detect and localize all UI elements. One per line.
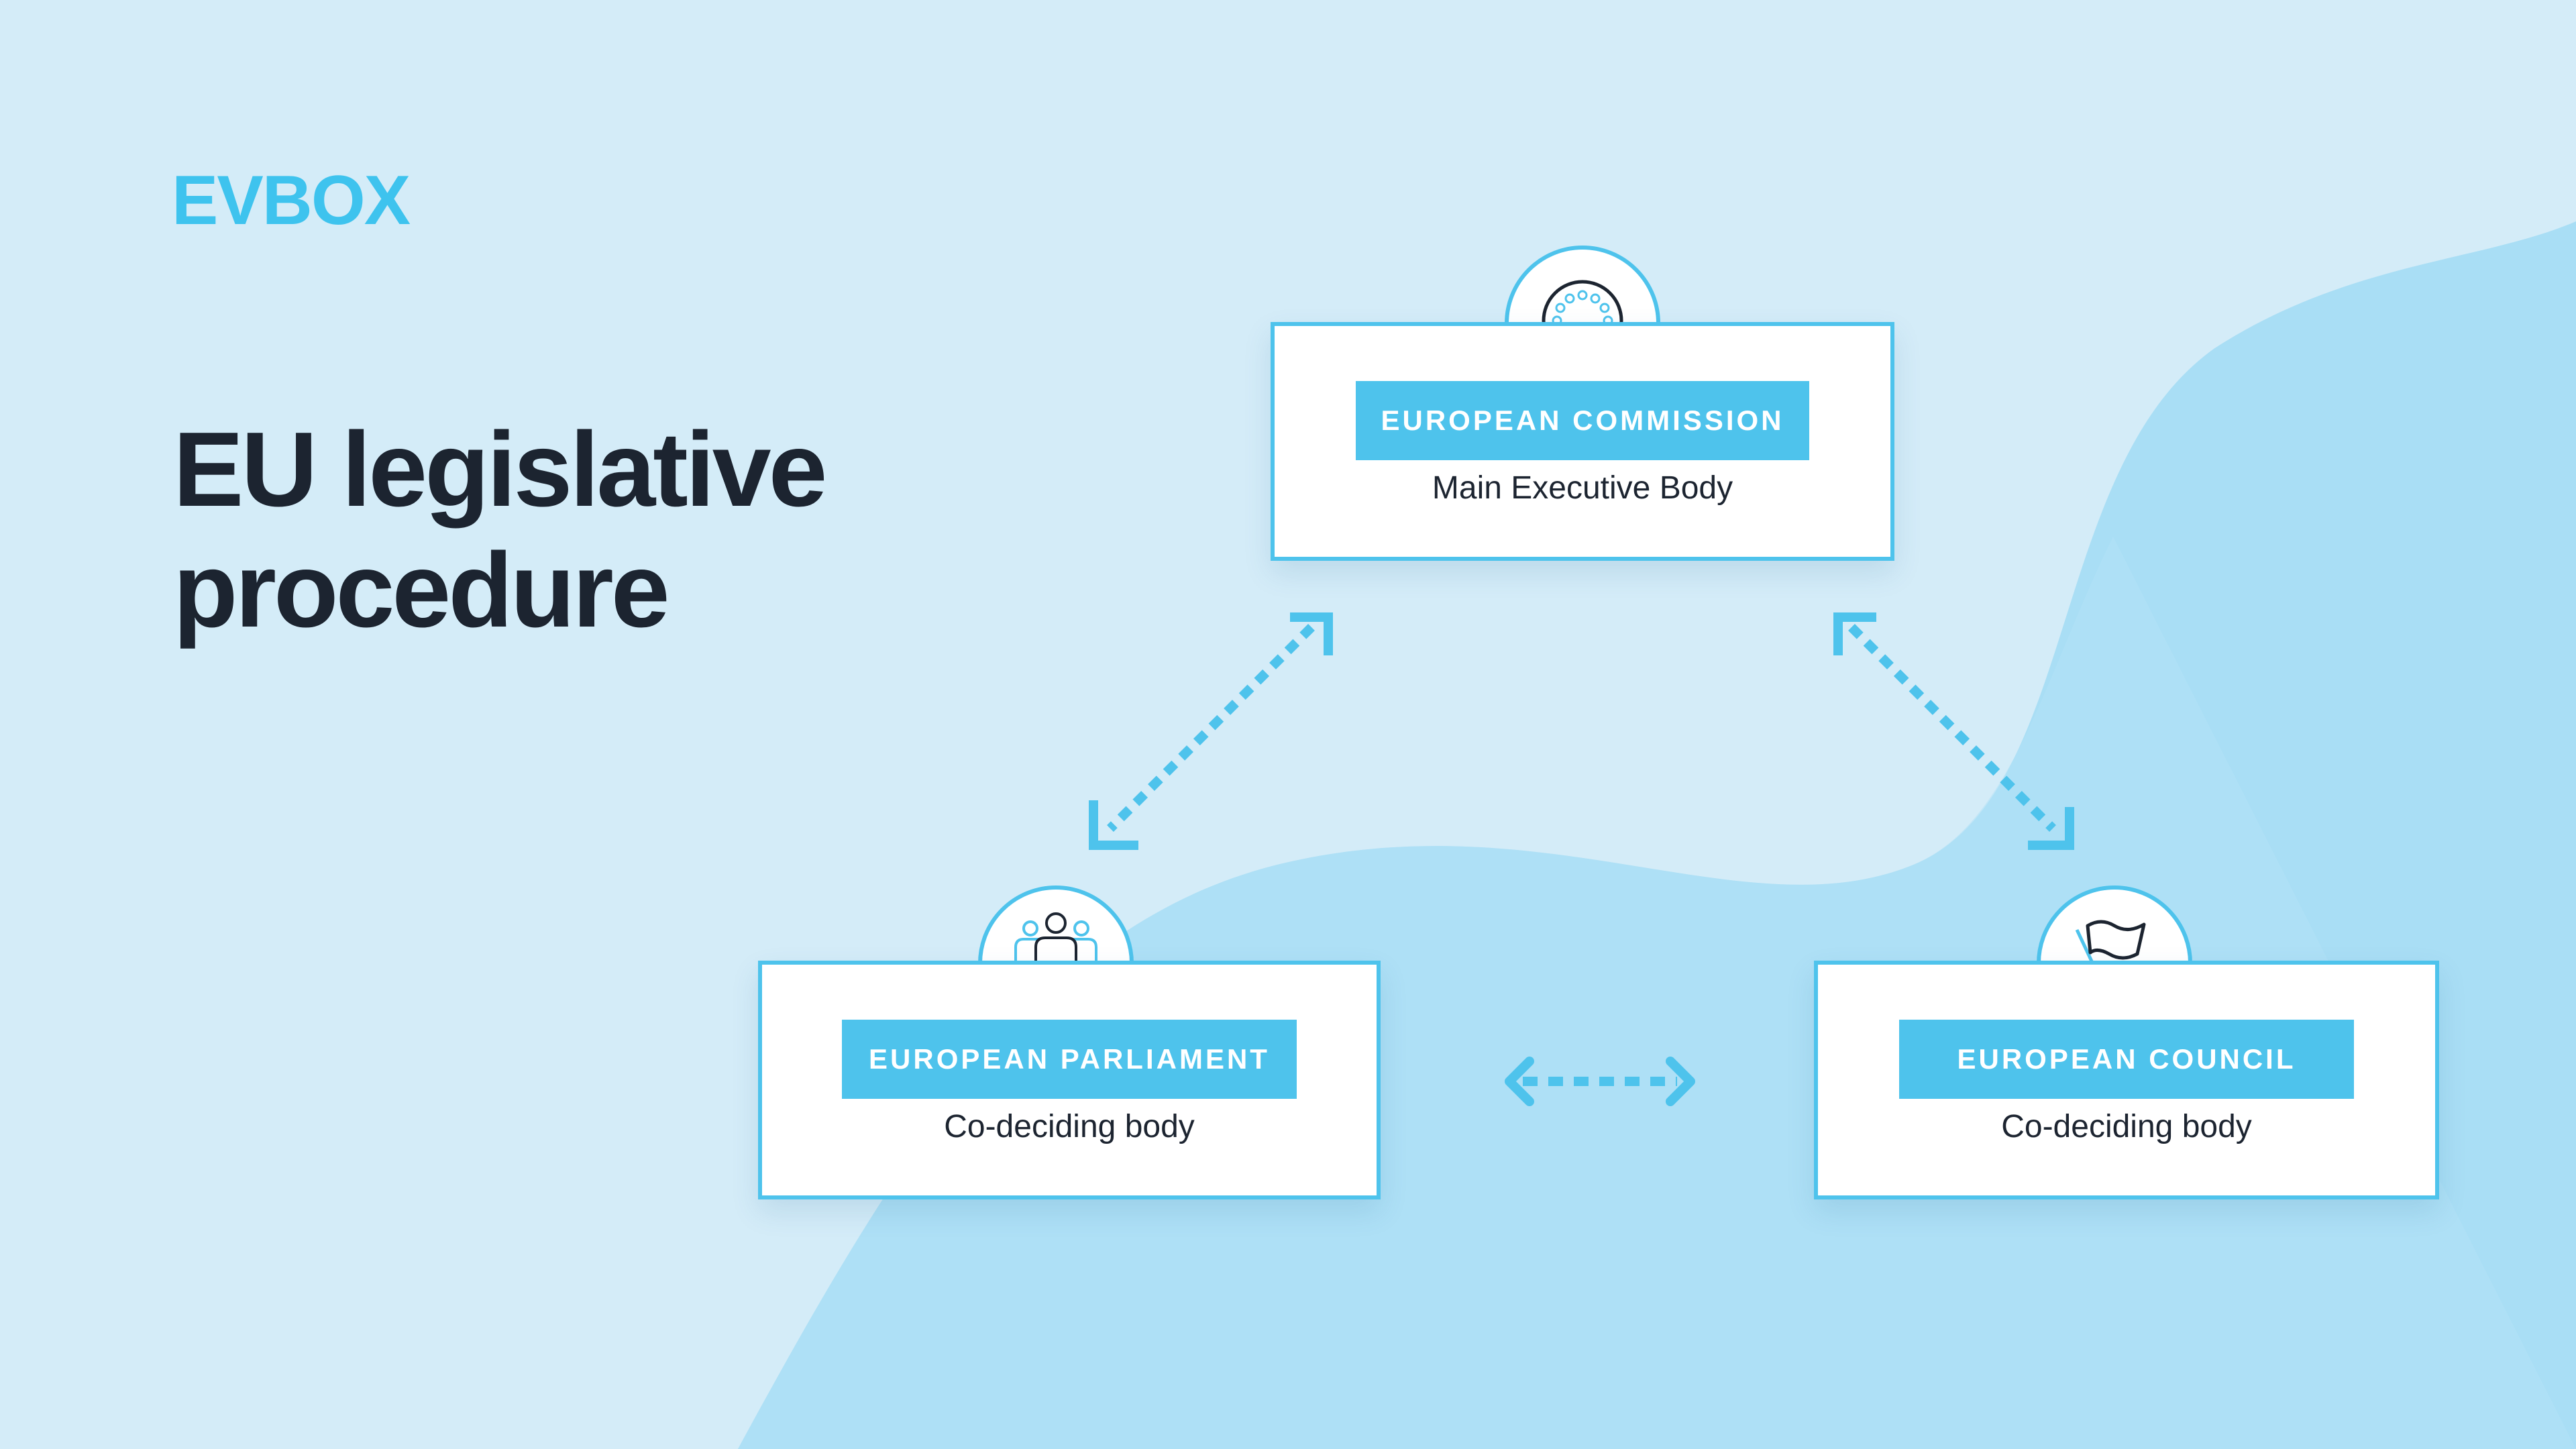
european-parliament-subtitle: Co-deciding body	[944, 1109, 1195, 1144]
page-title: EU legislative procedure	[173, 409, 978, 651]
european-commission-title: EUROPEAN COMMISSION	[1356, 381, 1809, 460]
arrow-commission-council	[1833, 612, 2074, 850]
logo-text: EVBOX	[172, 164, 411, 237]
evbox-logo: EVBOX	[172, 164, 412, 237]
parliament-icon-tab	[978, 885, 1134, 969]
arrow-parliament-council	[1505, 1057, 1695, 1106]
page-title-line2: procedure	[173, 531, 670, 649]
commission-icon-tab	[1505, 246, 1660, 329]
european-commission-subtitle: Main Executive Body	[1432, 470, 1733, 506]
european-parliament-title: EUROPEAN PARLIAMENT	[842, 1020, 1297, 1099]
council-icon-tab	[2037, 885, 2192, 969]
arrow-commission-parliament	[1089, 612, 1333, 850]
people-group-icon	[1014, 912, 1097, 969]
eu-stars-circle-icon	[1542, 280, 1623, 329]
european-commission-card: EUROPEAN COMMISSION Main Executive Body	[1271, 322, 1894, 561]
european-council-title: EUROPEAN COUNCIL	[1899, 1020, 2354, 1099]
european-council-card: EUROPEAN COUNCIL Co-deciding body	[1814, 961, 2439, 1199]
european-council-subtitle: Co-deciding body	[2001, 1109, 2252, 1144]
european-parliament-card: EUROPEAN PARLIAMENT Co-deciding body	[758, 961, 1381, 1199]
page-title-line1: EU legislative	[173, 411, 827, 529]
wave-shape-light	[738, 537, 2576, 1449]
